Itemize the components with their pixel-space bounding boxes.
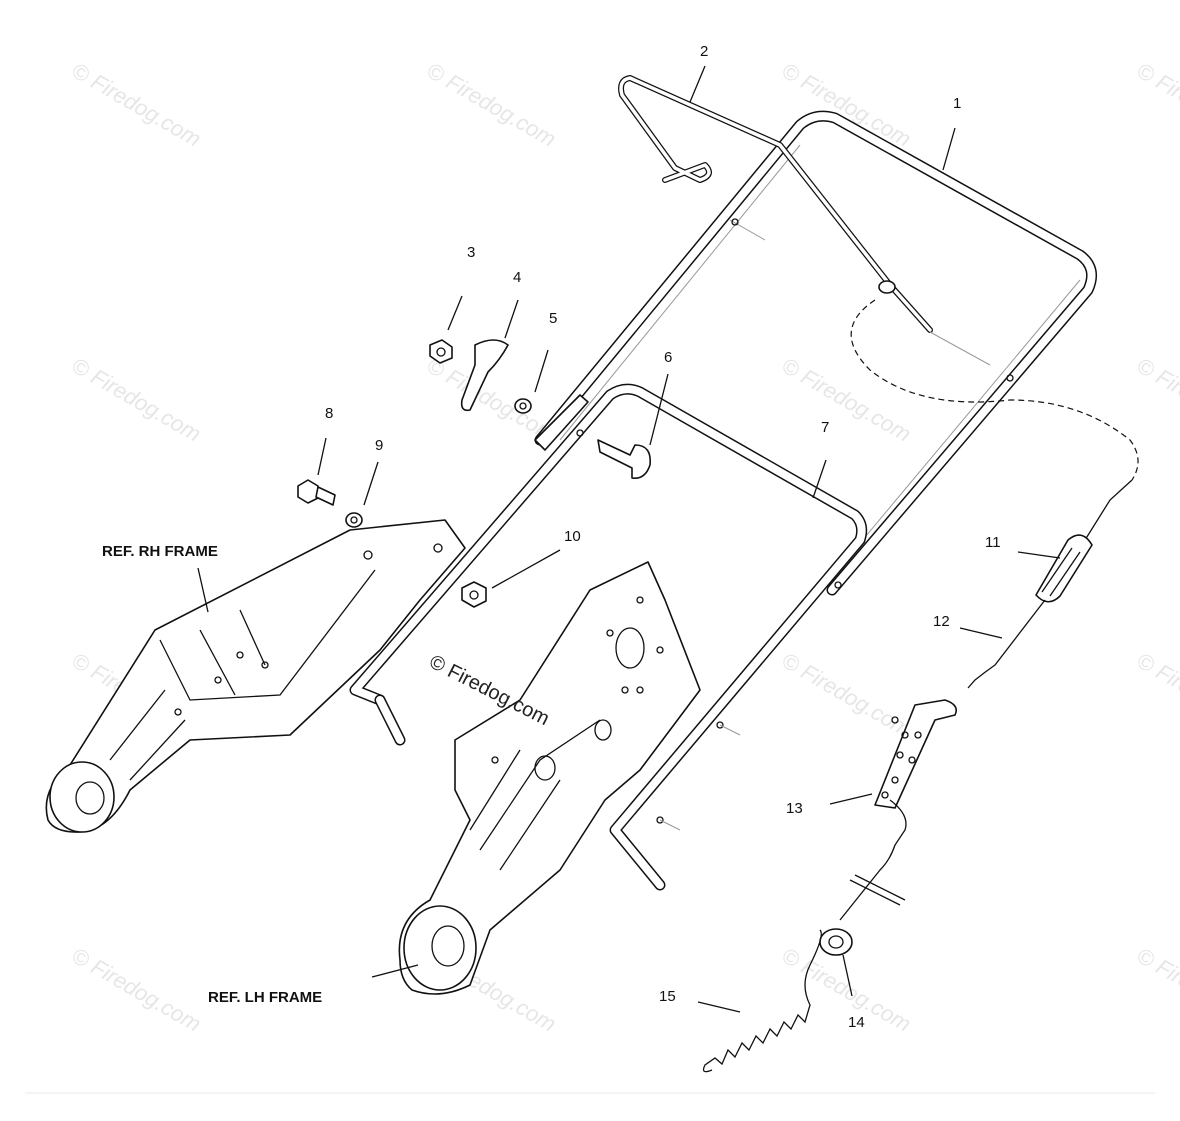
extension-spring (702, 929, 822, 1073)
callout-9: 9 (375, 437, 383, 454)
control-cable (850, 299, 1139, 541)
watermark: © Firedog.com (778, 353, 916, 447)
callout-10: 10 (564, 528, 581, 545)
callout-7: 7 (821, 419, 829, 436)
watermark: © Firedog.com (778, 58, 916, 152)
callout-14: 14 (848, 1014, 865, 1031)
grommet (819, 928, 853, 956)
watermark: © Firedog.com (68, 58, 206, 152)
watermark: © Firedog.com (778, 648, 916, 742)
rh-frame (45, 519, 466, 833)
watermark: © Firedog.com (1133, 943, 1180, 1037)
washer (345, 512, 363, 528)
washer (514, 398, 532, 414)
callout-2: 2 (700, 43, 708, 60)
callout-8: 8 (325, 405, 333, 422)
callout-6: 6 (664, 349, 672, 366)
watermark: © Firedog.com (778, 943, 916, 1037)
watermark: © Firedog.com (68, 353, 206, 447)
callout-numbers: 1 2 3 4 5 6 7 8 9 10 11 12 13 14 15 (325, 43, 1001, 1031)
handle-knob (460, 339, 509, 412)
hex-nut (461, 581, 487, 608)
upper-handle (534, 110, 1098, 596)
lh-frame-label: REF. LH FRAME (208, 989, 322, 1006)
spring-cover (1035, 534, 1093, 603)
callout-13: 13 (786, 800, 803, 817)
hex-bolt (297, 479, 336, 506)
watermark: © Firedog.com (423, 58, 561, 152)
cable-bracket (874, 699, 958, 809)
watermarks: © Firedog.com © Firedog.com © Firedog.co… (68, 58, 1180, 1037)
callout-3: 3 (467, 244, 475, 261)
callout-5: 5 (549, 310, 557, 327)
cable-link (967, 599, 1046, 689)
leader-lines (197, 65, 1061, 1013)
lh-frame (398, 561, 701, 995)
callout-1: 1 (953, 95, 961, 112)
callout-12: 12 (933, 613, 950, 630)
lower-handle (349, 383, 868, 891)
rh-frame-label: REF. RH FRAME (102, 543, 218, 560)
control-bail (618, 75, 991, 366)
callout-11: 11 (985, 534, 1001, 551)
lower-cable (839, 799, 907, 921)
watermark: © Firedog.com (1133, 58, 1180, 152)
callout-4: 4 (513, 269, 521, 286)
watermark: © Firedog.com (1133, 648, 1180, 742)
watermark: © Firedog.com (68, 943, 206, 1037)
watermark: © Firedog.com (1133, 353, 1180, 447)
hex-nut (429, 339, 453, 364)
carriage-bolt (597, 439, 652, 480)
handle-bracket-plate (534, 394, 589, 451)
callout-15: 15 (659, 988, 676, 1005)
